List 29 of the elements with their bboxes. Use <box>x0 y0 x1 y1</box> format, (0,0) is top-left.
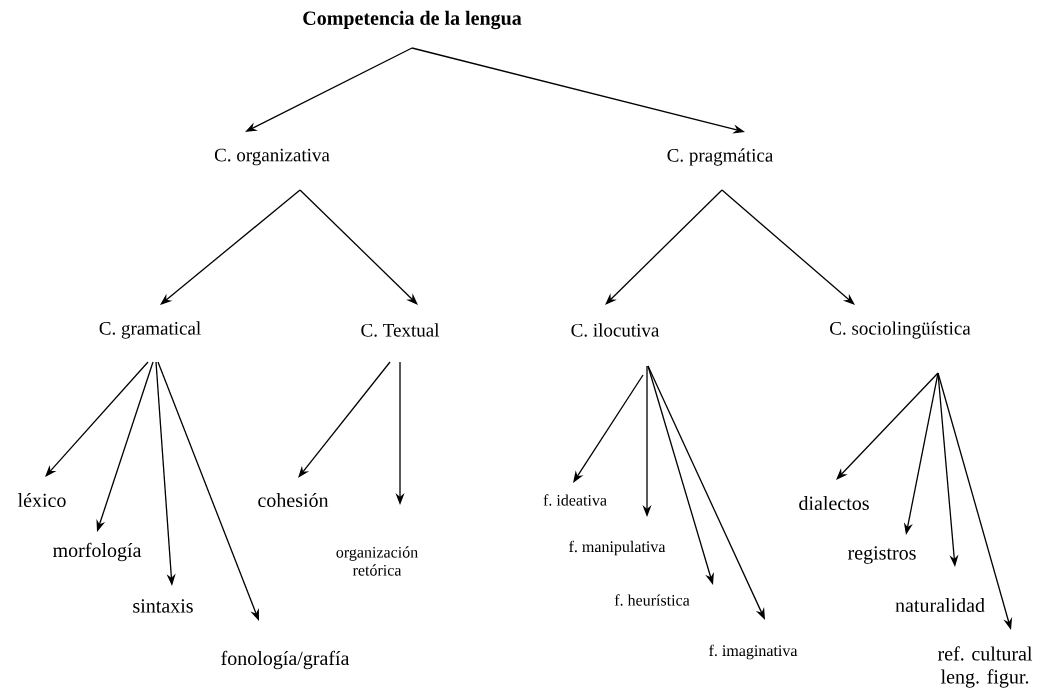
leaf-label: organización retórica <box>336 546 418 576</box>
leaf-label: fonología/grafía <box>221 650 350 670</box>
category-label: C. sociolingüística <box>830 321 971 339</box>
category-label: C. ilocutiva <box>571 323 660 337</box>
leaf-label: registros <box>848 546 916 564</box>
arrow <box>721 189 855 305</box>
leaf-label: sintaxis <box>133 599 193 613</box>
arrow <box>160 189 301 305</box>
category-label: C. organizativa <box>214 148 330 166</box>
category-label: C. pragmática <box>667 148 774 166</box>
arrow <box>298 361 391 478</box>
leaf-label: f. imaginativa <box>709 644 798 660</box>
leaf-label: f. manipulativa <box>569 540 666 556</box>
leaf-label: dialectos <box>799 495 869 511</box>
leaf-label: ref. cultural leng. figur. <box>937 646 1033 688</box>
category-label: C. gramatical <box>99 321 201 339</box>
arrow <box>605 189 723 305</box>
leaf-label: morfología <box>53 542 142 562</box>
arrow <box>836 372 939 480</box>
title-text: Competencia de la lengua <box>303 10 522 30</box>
arrow <box>45 361 149 477</box>
arrow <box>573 374 644 483</box>
leaf-label: f. heurística <box>614 594 690 606</box>
category-label: C. Textual <box>361 323 440 337</box>
leaf-label: f. ideativa <box>543 494 607 506</box>
arrow <box>299 189 418 305</box>
leaf-label: cohesión <box>258 492 329 508</box>
leaf-label: léxico <box>18 492 66 508</box>
leaf-label: naturalidad <box>895 597 985 613</box>
